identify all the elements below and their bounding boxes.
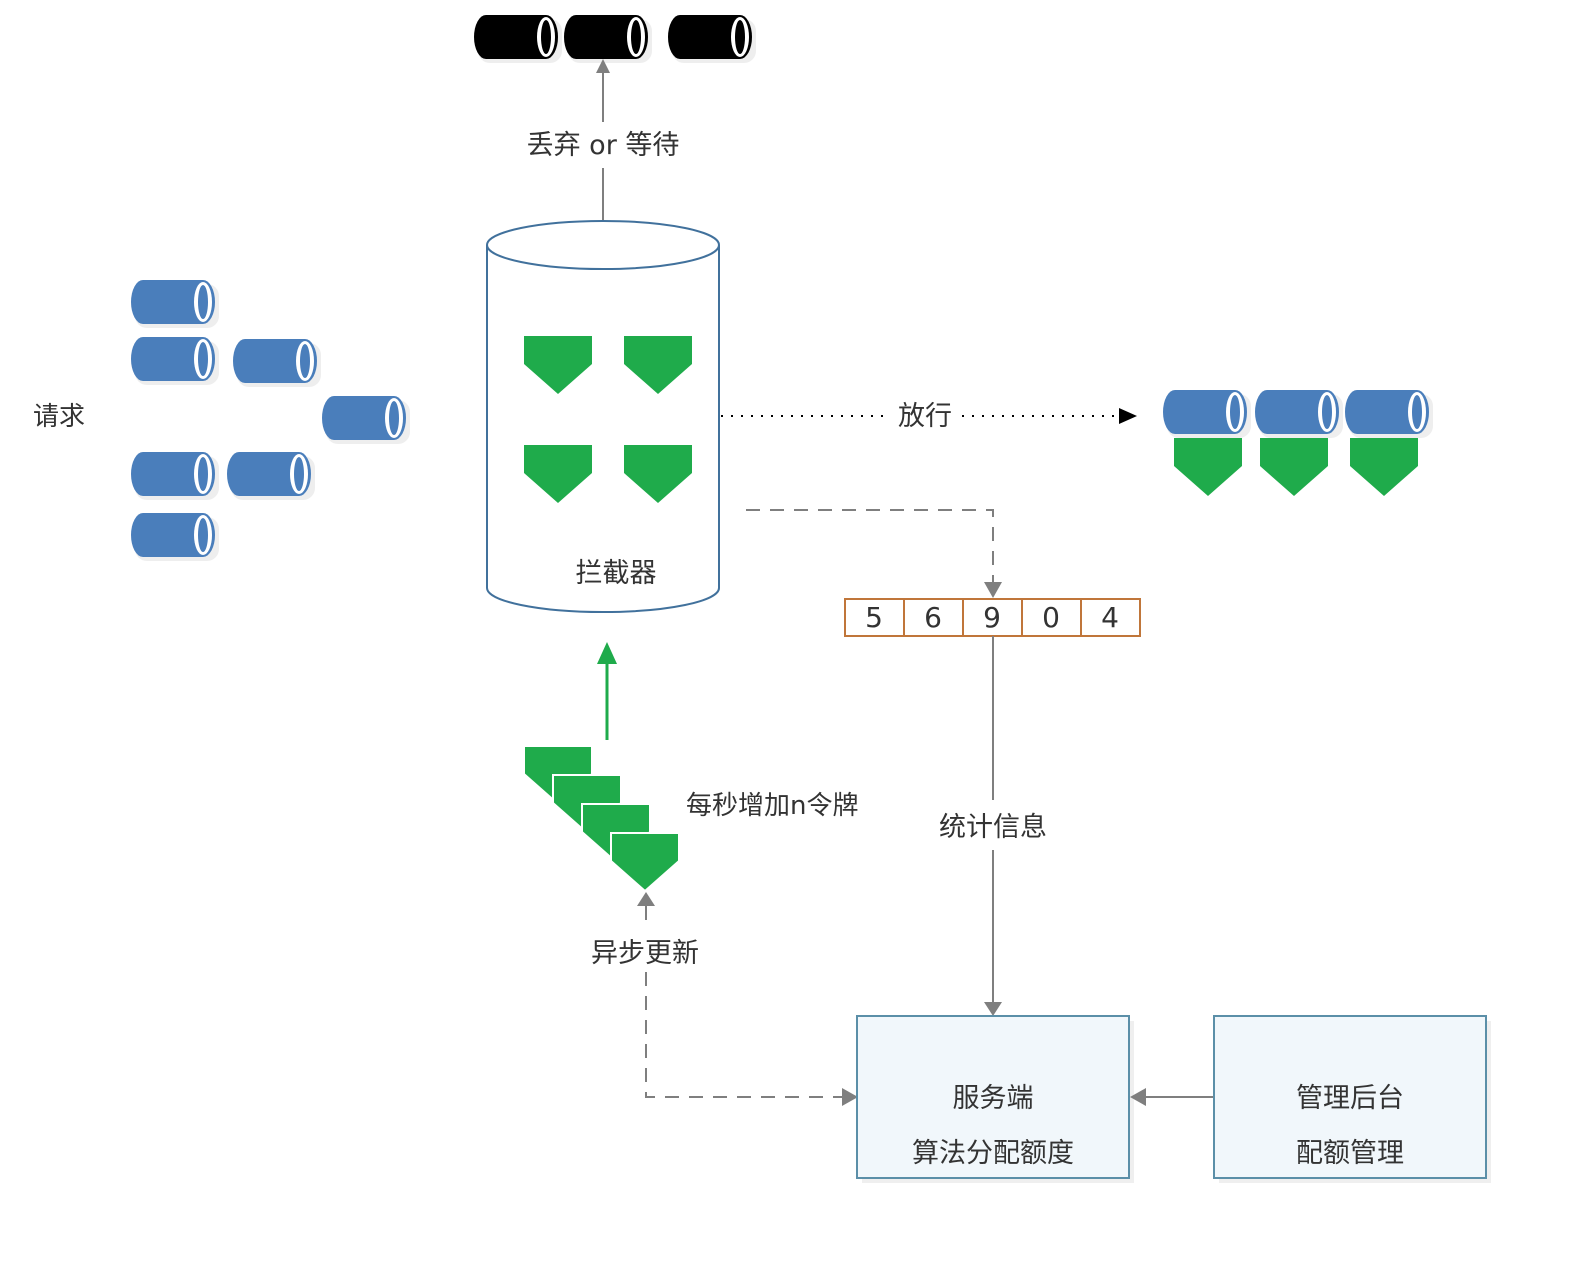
interceptor-bucket [486, 220, 720, 613]
request-cylinder-icon [322, 396, 410, 444]
token-generator [523, 745, 680, 892]
counter-cell [1080, 598, 1141, 637]
counter-digit: 0 [1042, 601, 1060, 634]
token-icon [1350, 438, 1418, 496]
token-supply-arrowhead [597, 642, 617, 664]
passed-request-cylinder-icon [1345, 390, 1433, 438]
discarded-cylinder-icon [474, 15, 562, 63]
add-tokens-label: 每秒增加n令牌 [686, 791, 858, 821]
request-cylinder-icon [131, 280, 219, 328]
counter-digit: 6 [924, 601, 942, 634]
quota-config-arrowhead [1130, 1088, 1146, 1106]
request-cylinder-icon [131, 337, 219, 385]
discarded-cylinder-icon [668, 15, 756, 63]
admin-box: 管理后台 配额管理 [1213, 1015, 1491, 1183]
token-icon [1174, 438, 1242, 496]
admin-title: 管理后台 [1296, 1083, 1404, 1114]
passed-request-cylinder-icon [1163, 390, 1251, 438]
request-cylinder-icon [227, 452, 315, 500]
async-update-arrowhead [637, 892, 655, 906]
server-title: 服务端 [953, 1083, 1034, 1114]
discard-or-wait-label: 丢弃 or 等待 [527, 130, 680, 161]
request-queue [131, 280, 410, 561]
stats-collect-arrowhead [984, 582, 1002, 598]
token-icon [1260, 438, 1328, 496]
async-update-label: 异步更新 [591, 938, 699, 969]
counter-cell [1021, 598, 1082, 637]
interceptor-label: 拦截器 [576, 558, 657, 589]
request-cylinder-icon [131, 452, 219, 500]
stats-info-label: 统计信息 [939, 812, 1047, 843]
discarded-requests [474, 15, 756, 63]
counter-digit: 4 [1101, 601, 1119, 634]
token-icon [610, 832, 680, 892]
request-cylinder-icon [233, 339, 321, 387]
server-subtitle: 算法分配额度 [912, 1138, 1074, 1169]
discarded-cylinder-icon [564, 15, 652, 63]
counter-digit: 5 [865, 601, 883, 634]
counter-cell [962, 598, 1023, 637]
stats-report-arrowhead [984, 1002, 1002, 1016]
request-cylinder-icon [131, 513, 219, 561]
counter-digit: 9 [983, 601, 1001, 634]
stats-counter: 5 6 9 0 4 [844, 598, 1141, 637]
async-update-connector [645, 972, 844, 1098]
server-box: 服务端 算法分配额度 [856, 1015, 1134, 1183]
passed-request-cylinder-icon [1255, 390, 1343, 438]
admin-subtitle: 配额管理 [1296, 1138, 1404, 1169]
passed-requests [1163, 390, 1433, 496]
stats-collect-connector [746, 509, 994, 584]
async-update-server-arrowhead [842, 1088, 858, 1106]
request-label: 请求 [33, 402, 85, 432]
pass-label: 放行 [898, 401, 952, 432]
